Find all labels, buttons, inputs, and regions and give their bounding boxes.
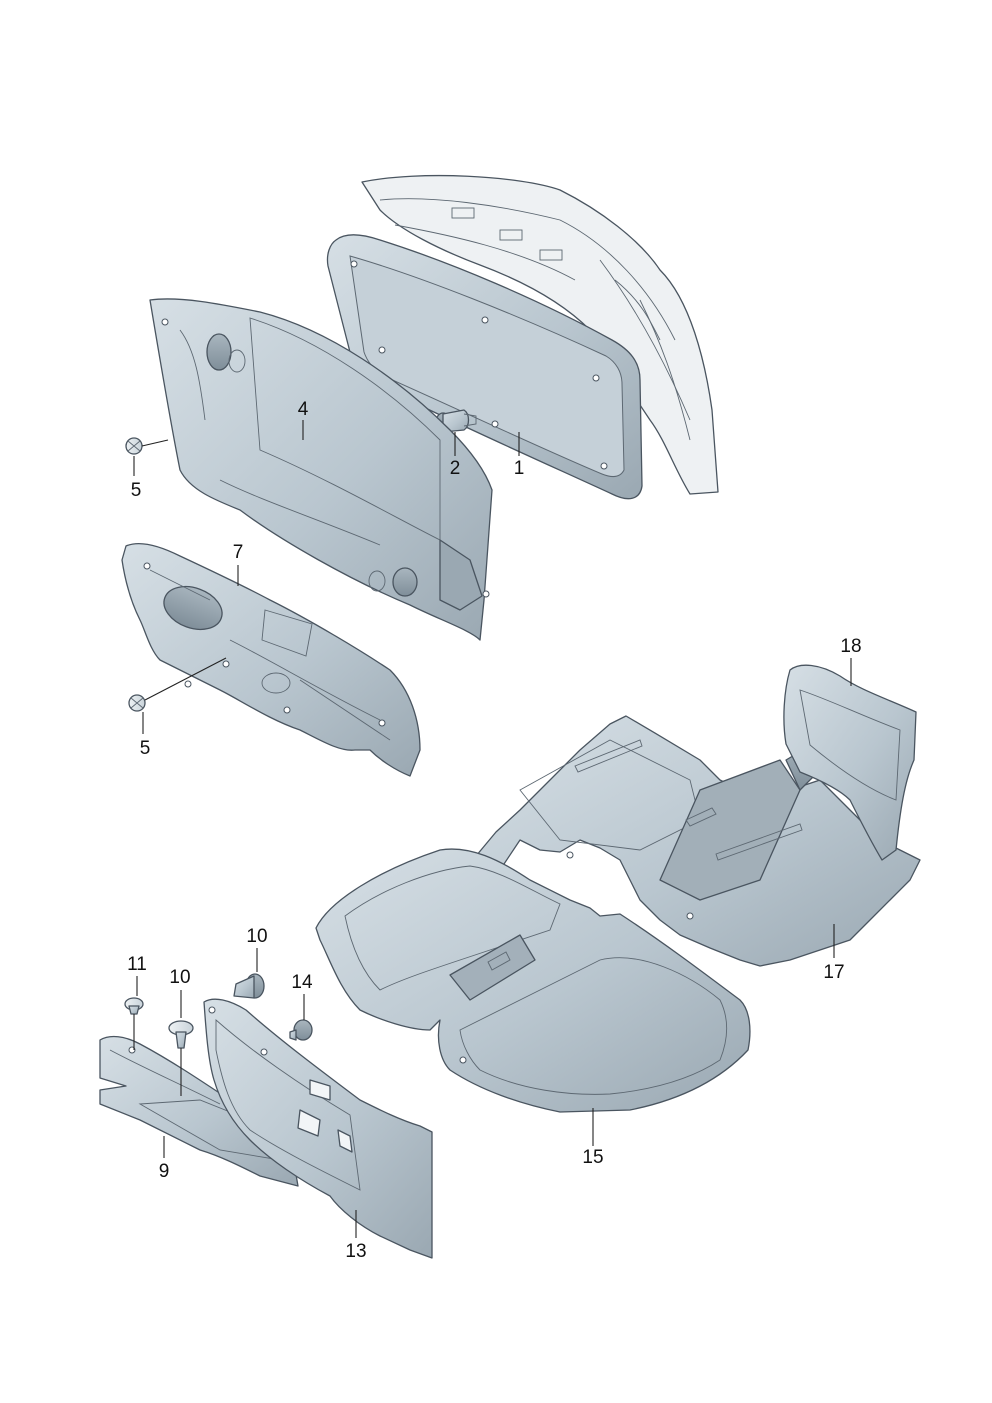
leader-lines [133,420,852,1238]
part-18-side-insulation [783,664,917,861]
part-14-clip [289,1019,313,1041]
callout-7: 7 [233,542,244,563]
callout-15: 15 [582,1147,603,1168]
callout-5-lower: 5 [140,738,151,759]
callout-11: 11 [127,954,147,975]
part-11-clip [124,997,144,1015]
callout-18: 18 [840,636,861,657]
callout-5-upper: 5 [131,480,142,501]
part-10-clip-upper [233,973,265,999]
callouts: 1 2 4 5 5 7 9 10 10 11 13 14 15 17 18 [127,399,861,1262]
part-17-rear-carpet [475,715,921,967]
callout-13: 13 [345,1241,366,1262]
part-5-nut-lower [128,694,146,712]
part-10-clip-lower [168,1020,194,1049]
part-7-insulation-mat [121,542,421,777]
leader-5b-ext [144,657,227,701]
callout-2: 2 [450,458,461,479]
callout-1: 1 [514,458,525,479]
callout-4: 4 [298,399,309,420]
callout-9: 9 [159,1161,170,1182]
leader-5a-ext [141,439,169,447]
part-13-side-panel [203,998,433,1259]
part-15-front-carpet [315,848,751,1113]
part-5-nut-upper [125,437,143,455]
callout-10-lower: 10 [169,967,190,988]
body-panel [361,174,719,495]
callout-17: 17 [823,962,844,983]
part-4-bulkhead-insulation [149,298,493,641]
part-1-insulation-panel [326,234,643,500]
callout-14: 14 [291,972,313,993]
callout-10-upper: 10 [246,926,267,947]
